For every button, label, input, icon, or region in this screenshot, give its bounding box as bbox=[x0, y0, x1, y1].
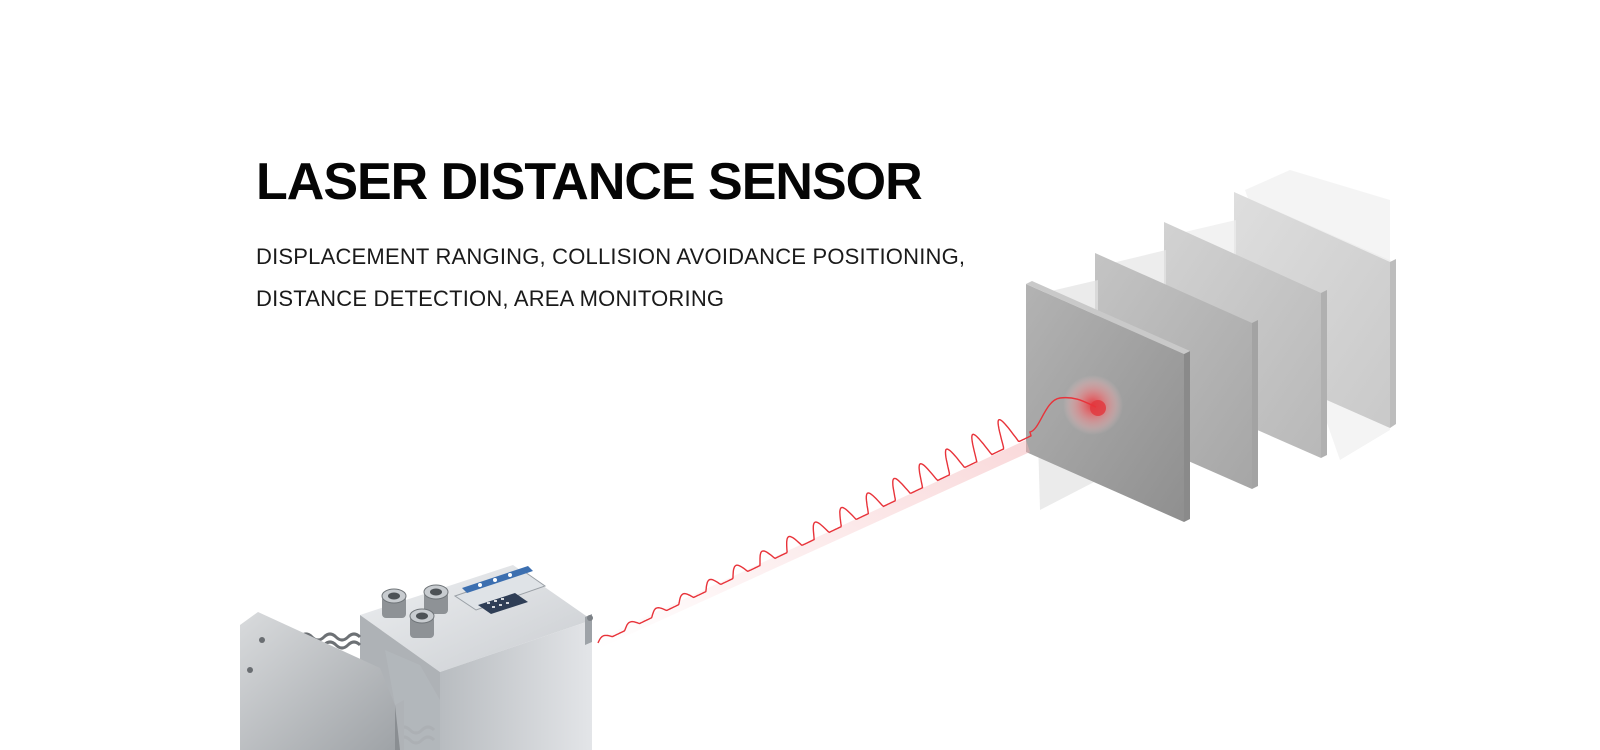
target-panels-icon bbox=[1026, 170, 1396, 522]
subtitle-line-2: DISTANCE DETECTION, AREA MONITORING bbox=[256, 286, 725, 311]
subtitle-line-1: DISPLACEMENT RANGING, COLLISION AVOIDANC… bbox=[256, 244, 966, 269]
laser-sensor-device-icon bbox=[240, 565, 593, 750]
sensor-connector-2 bbox=[423, 584, 449, 614]
sensor-connector-1 bbox=[381, 588, 407, 618]
laser-beam-icon bbox=[596, 396, 1097, 648]
page-title: LASER DISTANCE SENSOR bbox=[256, 153, 923, 211]
sensor-connector-3 bbox=[409, 608, 435, 638]
page-subtitle: DISPLACEMENT RANGING, COLLISION AVOIDANC… bbox=[256, 236, 1016, 320]
